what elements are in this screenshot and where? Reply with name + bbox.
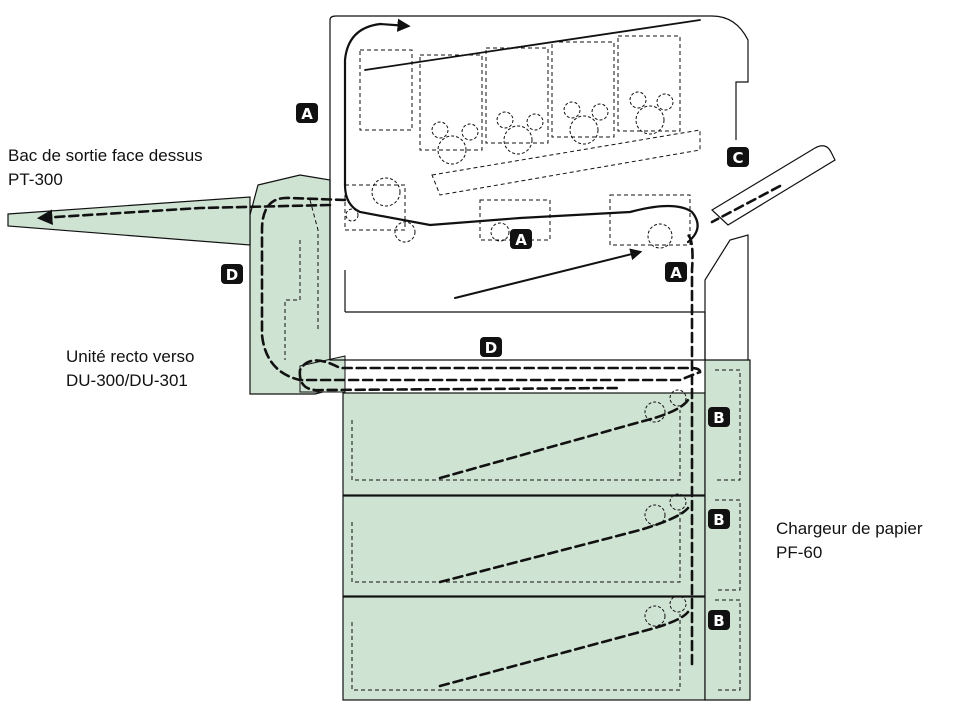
path-marker-a1: A <box>296 103 318 123</box>
path-marker-b1: B <box>708 407 730 427</box>
path-d-loop <box>298 359 702 392</box>
feeder-cassette-2 <box>342 495 706 597</box>
svg-text:A: A <box>670 264 682 282</box>
label-face-up-tray: Bac de sortie face dessus PT-300 <box>8 144 203 192</box>
label-duplex-unit-name: Unité recto verso <box>66 347 195 366</box>
path-marker-a2: A <box>510 229 532 249</box>
label-duplex-unit: Unité recto verso DU-300/DU-301 <box>66 345 195 393</box>
path-d-exit <box>260 196 702 382</box>
path-marker-c1: C <box>727 147 749 167</box>
drum-rollers <box>345 91 674 249</box>
path-a-main <box>343 18 699 244</box>
svg-text:B: B <box>713 612 724 630</box>
path-a-lower <box>454 248 643 299</box>
svg-text:B: B <box>713 511 724 529</box>
path-c <box>710 184 782 224</box>
svg-text:A: A <box>515 231 527 249</box>
label-paper-feeder-name: Chargeur de papier <box>776 519 923 538</box>
svg-text:C: C <box>732 149 743 167</box>
svg-text:D: D <box>485 339 497 357</box>
face-up-tray <box>7 196 251 246</box>
feeder-cassette-3 <box>342 596 706 701</box>
path-d-top-exit <box>36 203 332 226</box>
toner-drum-units <box>344 35 701 246</box>
svg-text:A: A <box>301 105 313 123</box>
path-b-vertical <box>686 233 694 666</box>
feeder-cassette-1 <box>342 392 706 496</box>
path-b-3 <box>438 610 690 688</box>
label-duplex-unit-model: DU-300/DU-301 <box>66 371 188 390</box>
path-b-2 <box>438 506 690 584</box>
path-marker-d2: D <box>480 337 502 357</box>
label-paper-feeder: Chargeur de papier PF-60 <box>776 517 922 565</box>
paper-paths <box>36 18 782 688</box>
svg-text:D: D <box>226 266 238 284</box>
label-face-up-tray-model: PT-300 <box>8 170 63 189</box>
svg-text:B: B <box>713 409 724 427</box>
path-marker-a3: A <box>665 262 687 282</box>
printer-body <box>329 15 836 361</box>
paper-feeder-unit <box>342 359 751 701</box>
path-marker-b3: B <box>708 610 730 630</box>
duplex-unit <box>249 174 346 395</box>
path-b-1 <box>438 398 690 480</box>
label-face-up-tray-name: Bac de sortie face dessus <box>8 146 203 165</box>
label-paper-feeder-model: PF-60 <box>776 543 823 562</box>
path-marker-d1: D <box>221 264 243 284</box>
path-marker-b2: B <box>708 509 730 529</box>
